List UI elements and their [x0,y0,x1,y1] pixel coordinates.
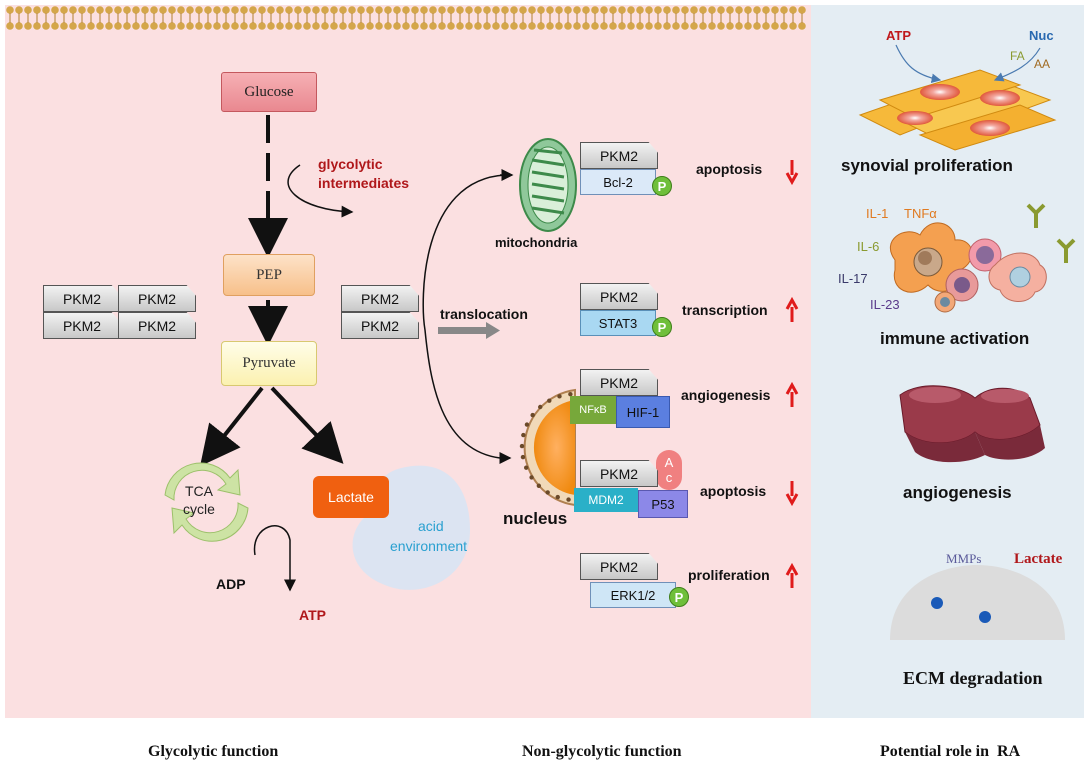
caption-potential-role: Potential role in RA [880,743,1021,760]
glycolytic-panel [5,5,811,718]
pkm2-dimer-1: PKM2 [341,285,419,312]
ra-aa-label: AA [1034,57,1051,71]
glucose-box: Glucose [221,72,317,112]
mitochondria-shape [519,138,577,232]
ra-tnfa-label: TNFα [904,206,937,221]
complex5-pkm2: PKM2 [580,553,658,580]
ra-il1-label: IL-1 [866,206,889,221]
pkm2-tetramer-3: PKM2 [43,312,121,339]
caption-glycolytic: Glycolytic function [148,743,279,760]
complex3-nfkb: NFκB [570,396,616,424]
ra-fa-label: FA [1010,49,1025,63]
complex3-hif1: HIF-1 [616,396,670,428]
tca-cycle-label: TCA cycle [183,483,215,517]
synovial-proliferation-label: synovial proliferation [841,156,1013,175]
translocation-label: translocation [440,306,528,322]
acid-environment-label: acid environment [390,518,468,554]
complex2-stat3: STAT3 [580,310,656,336]
ra-mmps-label: MMPs [946,551,982,566]
complex2-effect: transcription [682,302,768,318]
pkm2-tetramer-1: PKM2 [43,285,121,312]
complex4-effect: apoptosis [700,483,767,499]
atp-label: ATP [299,607,326,623]
complex4-p53: P53 [638,490,688,518]
lactate-label: Lactate [328,489,374,505]
adp-label: ADP [216,576,246,592]
caption-non-glycolytic: Non-glycolytic function [522,743,682,760]
complex2-pkm2: PKM2 [580,283,658,310]
direction-arrow-up-icon [785,562,799,588]
glucose-label: Glucose [244,83,294,100]
pkm2-dimer-2: PKM2 [341,312,419,339]
ra-angiogenesis-label: angiogenesis [903,483,1012,502]
complex1-bcl2: Bcl-2 [580,169,656,195]
complex1-pkm2: PKM2 [580,142,658,169]
pep-label: PEP [256,266,282,283]
cell-membrane [6,6,806,30]
complex5-erk: ERK1/2 [590,582,676,608]
nucleus-label: nucleus [503,509,568,528]
direction-arrow-up-icon [785,296,799,322]
blood-vessel-image [899,385,1045,463]
nucleus-shape [519,388,576,507]
ecm-dome-image [890,565,1065,640]
complex4-mdm2: MDM2 [574,488,638,512]
immune-activation-label: immune activation [880,329,1030,348]
direction-arrow-down-icon [785,481,799,507]
ra-il23-label: IL-23 [870,297,900,312]
pkm2-tetramer-2: PKM2 [118,285,196,312]
lactate-box: Lactate [313,476,389,518]
direction-arrows [785,160,799,588]
complex5-effect: proliferation [688,567,770,583]
complex4-pkm2: PKM2 [580,460,658,487]
ra-il6-label: IL-6 [857,239,880,254]
complex1-phospho-tag: P [652,176,672,196]
pyruvate-label: Pyruvate [242,355,296,371]
ra-atp-label: ATP [886,28,912,43]
pkm2-tetramer-4: PKM2 [118,312,196,339]
complex5-phospho-tag: P [669,587,689,607]
tca-cycle-arrows [164,462,249,542]
mitochondria-label: mitochondria [495,235,578,250]
ra-nuc-label: Nuc [1029,28,1054,43]
complex1-effect: apoptosis [696,161,763,177]
complex3-pkm2: PKM2 [580,369,658,396]
complex2-phospho-tag: P [652,317,672,337]
ra-il17-label: IL-17 [838,271,868,286]
complex3-effect: angiogenesis [681,387,771,403]
direction-arrow-down-icon [785,160,799,186]
direction-arrow-up-icon [785,381,799,407]
ecm-degradation-label: ECM degradation [903,668,1043,688]
glycolytic-intermediates-label: glycolytic intermediates [318,156,410,191]
pyruvate-box: Pyruvate [221,341,317,386]
ra-lactate-label: Lactate [1014,551,1063,567]
complex4-acetyl-tag: A c [656,450,682,490]
synovial-cells-image [858,69,1057,151]
immune-cells-image [889,203,1076,313]
pep-box: PEP [223,254,315,296]
